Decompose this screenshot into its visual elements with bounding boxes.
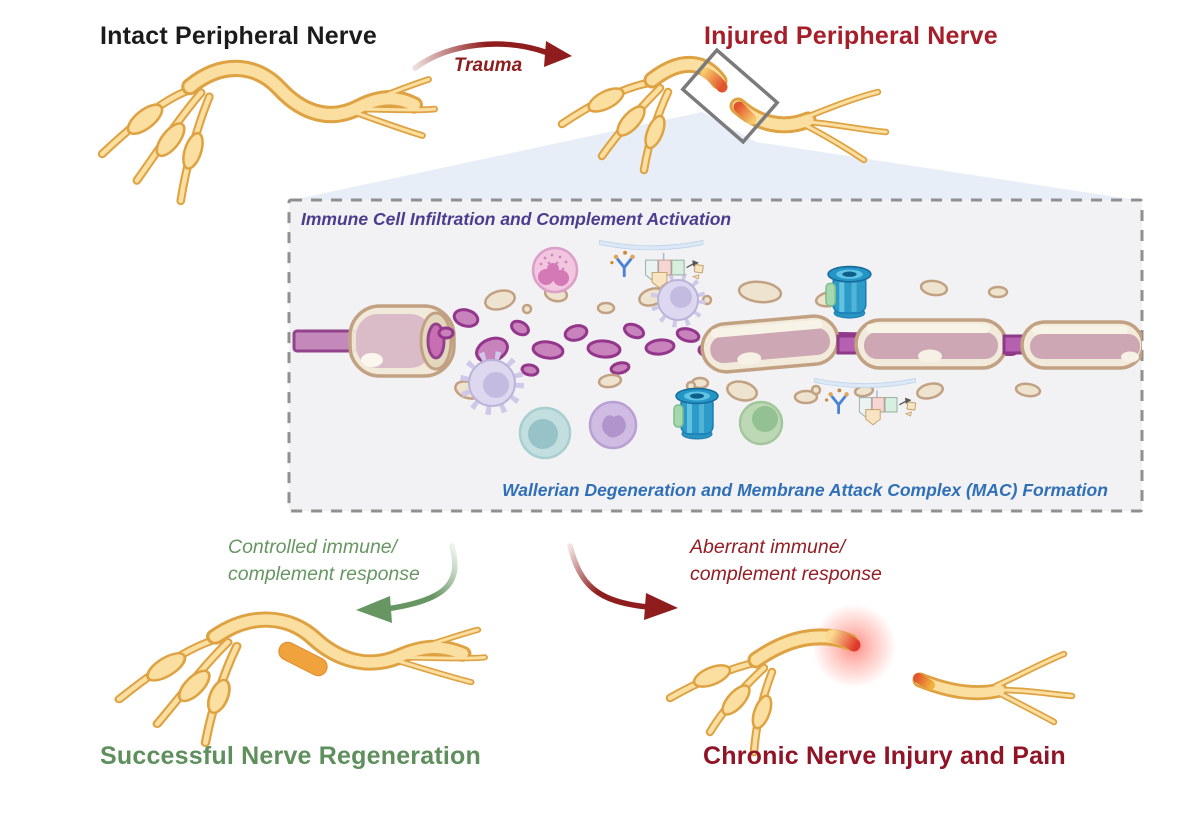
chronic-injured-nerve-distal bbox=[912, 650, 1076, 726]
injury-highlight-box bbox=[680, 47, 780, 145]
macrophage-icon bbox=[460, 351, 524, 415]
regeneration-title: Successful Nerve Regeneration bbox=[100, 742, 481, 770]
intact-nerve-title: Intact Peripheral Nerve bbox=[100, 22, 377, 50]
neutrophil-icon bbox=[531, 246, 579, 294]
inset-top-title: Immune Cell Infiltration and Complement … bbox=[301, 209, 732, 229]
lymphocyte-teal-icon bbox=[518, 406, 572, 460]
regenerated-nerve bbox=[119, 620, 484, 743]
trauma-label: Trauma bbox=[453, 55, 523, 76]
chronic-injured-nerve-proximal bbox=[665, 604, 896, 757]
inset-bottom-title: Wallerian Degeneration and Membrane Atta… bbox=[502, 480, 1108, 500]
macrophage-icon bbox=[650, 272, 706, 328]
inset-illustration bbox=[292, 239, 1142, 460]
aberrant-response-label: Aberrant immune/ complement response bbox=[690, 536, 882, 585]
trauma-arrow bbox=[412, 41, 572, 71]
monocyte-icon bbox=[588, 400, 638, 450]
aberrant-response-arrow bbox=[567, 543, 678, 620]
healed-injury-patch bbox=[278, 641, 328, 677]
lymphocyte-green-icon bbox=[738, 400, 784, 446]
injured-nerve-title: Injured Peripheral Nerve bbox=[704, 22, 998, 50]
chronic-injury-title: Chronic Nerve Injury and Pain bbox=[703, 742, 1066, 770]
injured-nerve bbox=[557, 47, 890, 175]
zoom-cone bbox=[288, 112, 1143, 201]
controlled-response-arrow bbox=[356, 543, 458, 623]
controlled-response-label: Controlled immune/ complement response bbox=[228, 536, 420, 585]
degenerating-axon-segments bbox=[700, 314, 1142, 374]
nerve-stump bbox=[292, 304, 456, 378]
